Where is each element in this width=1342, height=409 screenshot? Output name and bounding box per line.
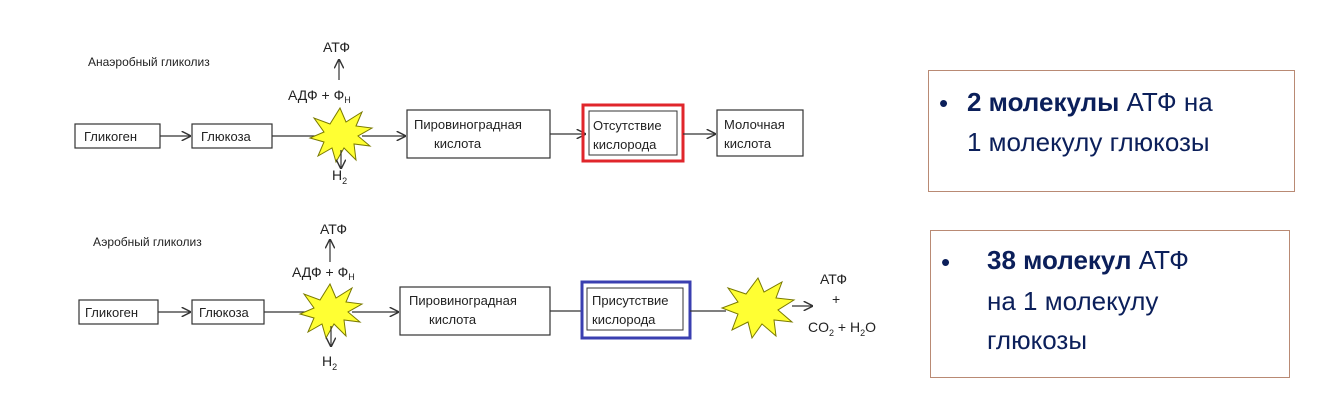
aerobic-presence-label-1: Присутствие — [592, 293, 669, 308]
aerobic-yield-bold: 38 молекул — [987, 245, 1132, 275]
anaerobic-yield-line-1: 2 молекулы АТФ на — [967, 87, 1213, 117]
anaerobic-pyruvic-box — [406, 109, 551, 159]
aerobic-pyruvic-label-2: кислота — [429, 312, 477, 327]
aerobic-energy-burst — [298, 282, 364, 340]
anaerobic-lactic-label-2: кислота — [724, 136, 772, 151]
aerobic-glucose-label: Глюкоза — [199, 305, 250, 320]
aerobic-product-plus: + — [832, 291, 840, 307]
anaerobic-yield-card: • 2 молекулы АТФ на 1 молекулу глюкозы — [928, 70, 1295, 192]
aerobic-glucose-box — [191, 299, 265, 325]
aerobic-yield-line-1: 38 молекул АТФ — [987, 245, 1189, 275]
anaerobic-atp-label: АТФ — [323, 39, 350, 55]
anaerobic-absence-box — [588, 110, 678, 156]
aerobic-yield-card: • 38 молекул АТФ на 1 молекулу глюкозы — [930, 230, 1290, 378]
aerobic-title: Аэробный гликолиз — [93, 235, 202, 249]
anaerobic-yield-line-2: 1 молекулу глюкозы — [967, 127, 1210, 157]
aerobic-pyruvic-box — [399, 286, 551, 336]
anaerobic-lactic-label-1: Молочная — [724, 117, 785, 132]
aerobic-pyruvic-label-1: Пировиноградная — [409, 293, 517, 308]
aerobic-atp-label: АТФ — [320, 221, 347, 237]
anaerobic-glycogen-label: Гликоген — [84, 129, 137, 144]
anaerobic-absence-label-2: кислорода — [593, 137, 657, 152]
aerobic-presence-highlight — [580, 280, 692, 340]
anaerobic-adp-label: АДФ + ФН — [288, 87, 351, 105]
anaerobic-absence-highlight — [581, 103, 685, 163]
anaerobic-lactic-box — [716, 109, 804, 157]
anaerobic-h2-label: H2 — [332, 167, 347, 186]
aerobic-h2-label: H2 — [322, 353, 337, 372]
anaerobic-pyruvic-label-2: кислота — [434, 136, 482, 151]
anaerobic-pyruvic-label-1: Пировиноградная — [414, 117, 522, 132]
aerobic-presence-label-2: кислорода — [592, 312, 656, 327]
aerobic-glycogen-label: Гликоген — [85, 305, 138, 320]
aerobic-energy-burst-2 — [720, 277, 796, 340]
aerobic-yield-line-2: на 1 молекулу — [987, 286, 1159, 316]
aerobic-product-atp: АТФ — [820, 271, 847, 287]
bullet-icon: • — [941, 247, 951, 277]
aerobic-yield-line-3: глюкозы — [987, 325, 1088, 355]
aerobic-presence-box — [586, 287, 684, 331]
anaerobic-energy-burst — [308, 106, 374, 164]
anaerobic-title: Анаэробный гликолиз — [88, 55, 210, 69]
glycolysis-diagram: Анаэробный гликолиз АТФ АДФ + ФН Гликоге… — [74, 39, 876, 372]
bullet-icon: • — [939, 88, 949, 118]
aerobic-product-co2-h2o: CO2 + H2O — [808, 319, 876, 338]
anaerobic-yield-bold: 2 молекулы — [967, 87, 1120, 117]
aerobic-adp-label: АДФ + ФН — [292, 264, 355, 282]
anaerobic-glucose-label: Глюкоза — [201, 129, 252, 144]
anaerobic-absence-label-1: Отсутствие — [593, 118, 662, 133]
